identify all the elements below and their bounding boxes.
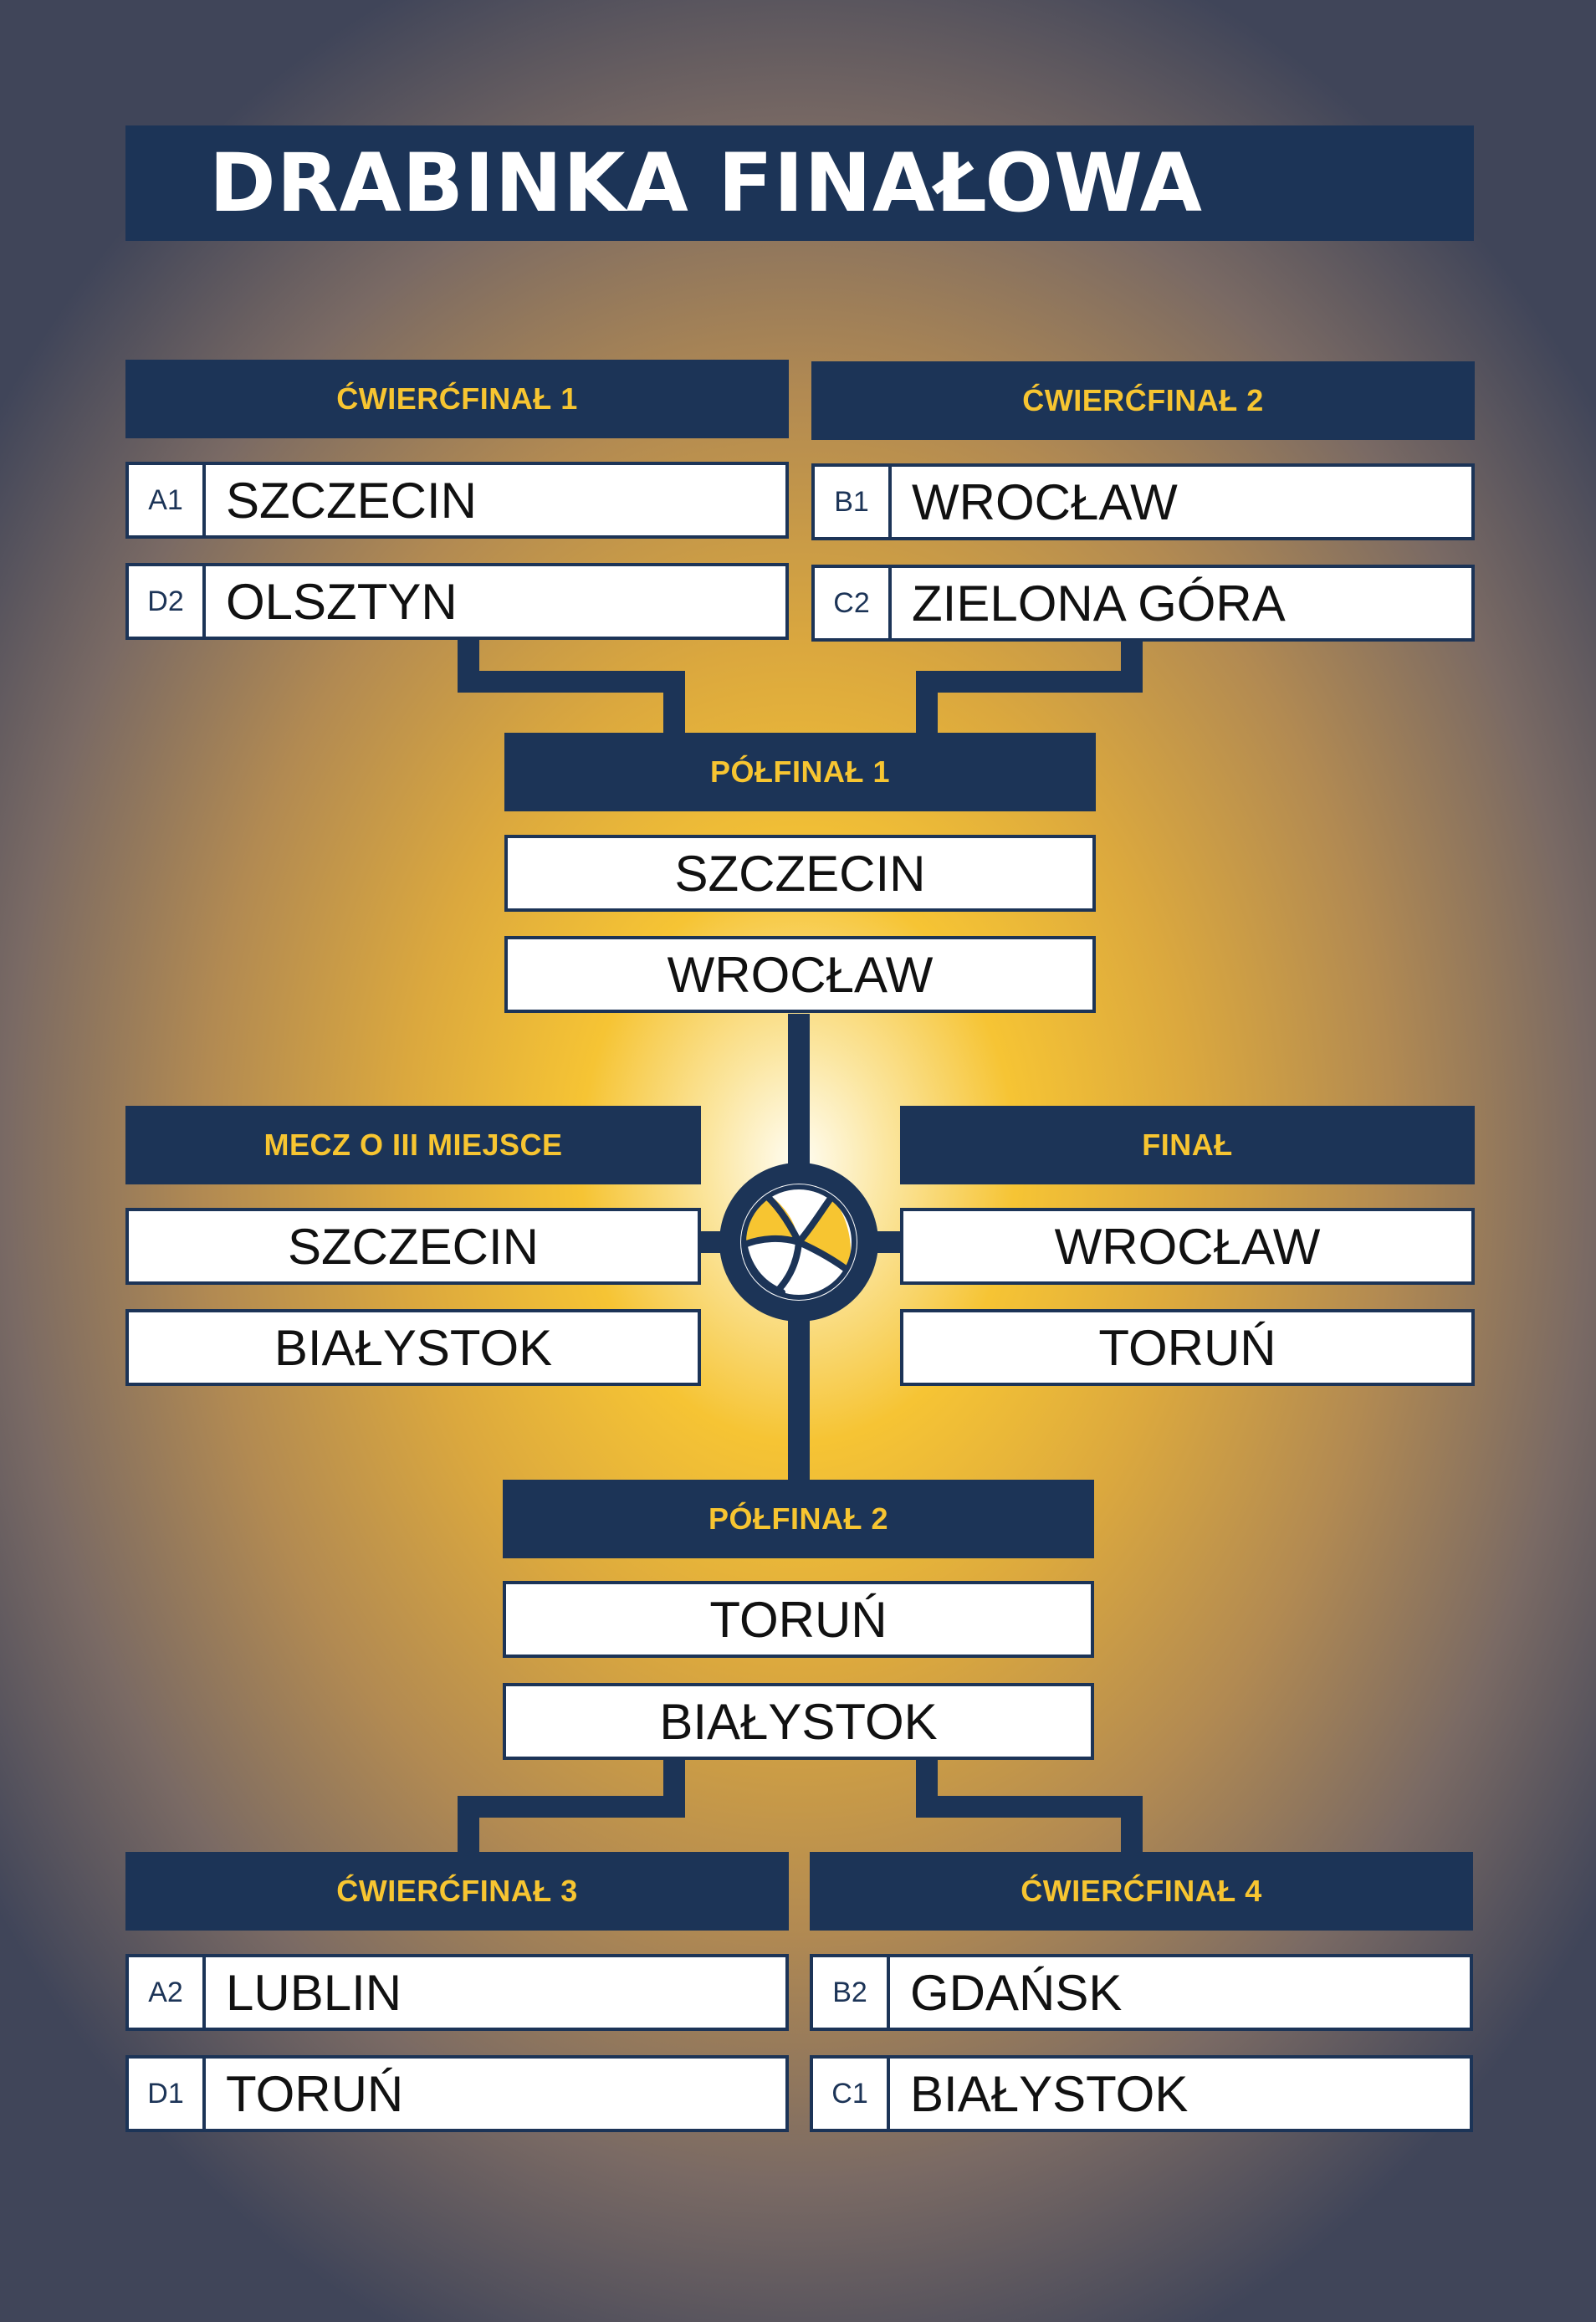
team-name: SZCZECIN — [288, 1218, 539, 1275]
team-name: BIAŁYSTOK — [274, 1319, 553, 1376]
team-name: LUBLIN — [226, 1964, 402, 2021]
third-place-header: MECZ O III MIEJSCE — [125, 1106, 701, 1184]
final-team-1: WROCŁAW — [900, 1208, 1475, 1285]
seed-label: C2 — [815, 568, 892, 638]
team-name: GDAŃSK — [910, 1964, 1123, 2021]
semifinal-1-team-1: SZCZECIN — [504, 835, 1096, 912]
semifinal-1-team-2: WROCŁAW — [504, 936, 1096, 1013]
seed-label: C1 — [813, 2059, 890, 2129]
team-name: WROCŁAW — [1054, 1218, 1321, 1275]
quarterfinal-2-team-1: B1 WROCŁAW — [811, 463, 1475, 540]
connector-sf2-qf3 — [458, 1758, 685, 1853]
seed-label: D2 — [129, 566, 206, 637]
semifinal-1-header: PÓŁFINAŁ 1 — [504, 733, 1096, 811]
team-name: ZIELONA GÓRA — [912, 575, 1286, 632]
seed-label: A2 — [129, 1957, 206, 2028]
third-place-team-2: BIAŁYSTOK — [125, 1309, 701, 1386]
quarterfinal-2-team-2: C2 ZIELONA GÓRA — [811, 565, 1475, 642]
team-name: TORUŃ — [226, 2065, 404, 2122]
team-name: WROCŁAW — [912, 473, 1178, 530]
quarterfinal-2-header: ĆWIERĆFINAŁ 2 — [811, 361, 1475, 440]
semifinal-2-header: PÓŁFINAŁ 2 — [503, 1480, 1094, 1558]
connector-sf2-qf4 — [916, 1758, 1143, 1853]
seed-label: D1 — [129, 2059, 206, 2129]
team-name: BIAŁYSTOK — [659, 1693, 938, 1750]
team-name: TORUŃ — [1098, 1319, 1276, 1376]
final-header: FINAŁ — [900, 1106, 1475, 1184]
volleyball-icon — [719, 1163, 878, 1322]
team-name: SZCZECIN — [226, 472, 477, 529]
team-name: OLSZTYN — [226, 573, 458, 630]
quarterfinal-3-header: ĆWIERĆFINAŁ 3 — [125, 1852, 789, 1931]
quarterfinal-1-header: ĆWIERĆFINAŁ 1 — [125, 360, 789, 438]
quarterfinal-4-header: ĆWIERĆFINAŁ 4 — [810, 1852, 1473, 1931]
quarterfinal-3-team-2: D1 TORUŃ — [125, 2055, 789, 2132]
team-name: WROCŁAW — [667, 946, 934, 1003]
quarterfinal-4-team-1: B2 GDAŃSK — [810, 1954, 1473, 2031]
semifinal-2-team-2: BIAŁYSTOK — [503, 1683, 1094, 1760]
title-banner: DRABINKA FINAŁOWA — [125, 125, 1474, 241]
quarterfinal-3-team-1: A2 LUBLIN — [125, 1954, 789, 2031]
final-team-2: TORUŃ — [900, 1309, 1475, 1386]
team-name: TORUŃ — [709, 1591, 888, 1648]
quarterfinal-4-team-2: C1 BIAŁYSTOK — [810, 2055, 1473, 2132]
quarterfinal-1-team-2: D2 OLSZTYN — [125, 563, 789, 640]
seed-label: A1 — [129, 465, 206, 535]
third-place-team-1: SZCZECIN — [125, 1208, 701, 1285]
connector-qf1-sf1 — [458, 640, 685, 734]
page-title: DRABINKA FINAŁOWA — [209, 136, 1203, 230]
semifinal-2-team-1: TORUŃ — [503, 1581, 1094, 1658]
seed-label: B1 — [815, 467, 892, 537]
seed-label: B2 — [813, 1957, 890, 2028]
team-name: SZCZECIN — [674, 845, 926, 902]
team-name: BIAŁYSTOK — [910, 2065, 1189, 2122]
connector-qf2-sf1 — [916, 640, 1143, 734]
quarterfinal-1-team-1: A1 SZCZECIN — [125, 462, 789, 539]
